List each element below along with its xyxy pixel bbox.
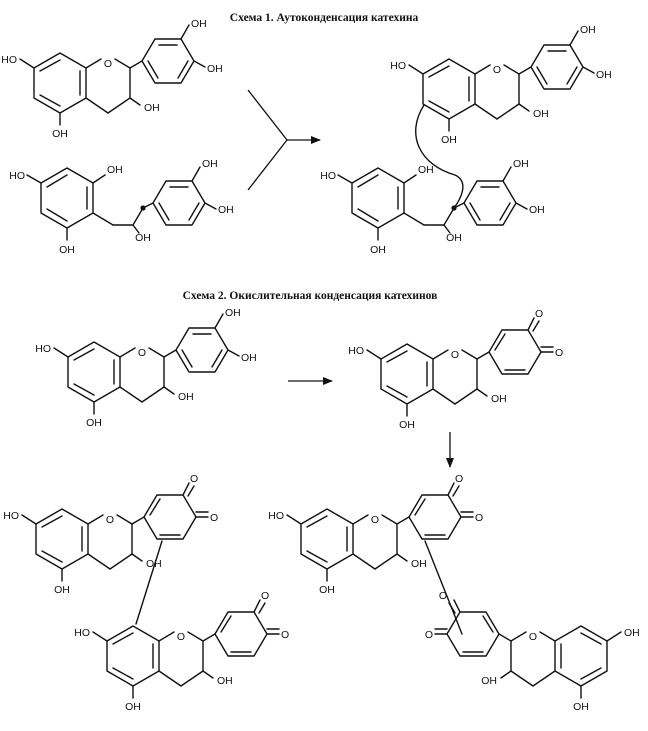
oh-label: OH — [191, 18, 207, 30]
oxo-label: O — [261, 590, 269, 602]
oh-label: OH — [207, 63, 223, 75]
oxo-label: O — [535, 308, 543, 320]
oh-label: OH — [225, 307, 241, 319]
oh-label: OH — [399, 419, 415, 431]
oh-label: OH — [573, 701, 589, 713]
ring-oxygen-label: O — [493, 64, 501, 76]
oh-label: OH — [135, 232, 151, 244]
oh-label: OH — [319, 584, 335, 596]
quinone-dimer-lower-unit: O OH OH OH O O — [425, 590, 640, 713]
ring-oxygen-label: O — [371, 514, 379, 526]
oh-label: OH — [241, 352, 257, 364]
oh-label: OH — [178, 391, 194, 403]
oh-label: OH — [529, 204, 545, 216]
oh-label: HO — [1, 54, 17, 66]
oh-label: OH — [202, 158, 218, 170]
scheme-2-title: Схема 2. Окислительная конденсация катех… — [183, 290, 438, 302]
oh-label: OH — [218, 204, 234, 216]
oh-label: OH — [146, 558, 162, 570]
oh-label: OH — [217, 675, 233, 687]
oh-label: OH — [144, 102, 160, 114]
oxo-label: O — [210, 512, 218, 524]
oh-label: HO — [390, 60, 406, 72]
oh-label: OH — [441, 134, 457, 146]
oh-label: HO — [35, 343, 51, 355]
oh-label: OH — [418, 164, 434, 176]
catechin-molecule: O HO OH OH OH OH — [390, 24, 612, 146]
catechin-molecule: O HO OH OH OH OH — [35, 307, 257, 429]
oh-label: HO — [348, 345, 364, 357]
oxo-label: O — [439, 590, 447, 602]
oxo-label: O — [425, 629, 433, 641]
oh-label: HO — [74, 627, 90, 639]
quinone-dimer-upper-unit: O HO OH OH O O — [3, 473, 218, 596]
oh-label: OH — [491, 393, 507, 405]
oh-label: OH — [370, 244, 386, 256]
quinone-dimer-upper-unit: O HO OH OH O O — [268, 473, 483, 596]
oh-label: OH — [411, 558, 427, 570]
oh-label: OH — [86, 417, 102, 429]
oh-label: OH — [52, 128, 68, 140]
reaction-arrow — [247, 89, 321, 191]
open-ring-intermediate: OH HO OH OH OH OH — [9, 158, 234, 256]
oh-label: HO — [268, 510, 284, 522]
oh-label: OH — [513, 158, 529, 170]
oh-label: OH — [446, 232, 462, 244]
ring-oxygen-label: O — [138, 347, 146, 359]
oh-label: OH — [624, 627, 640, 639]
oh-label: OH — [533, 108, 549, 120]
oh-label: OH — [596, 69, 612, 81]
ring-oxygen-label: O — [106, 514, 114, 526]
scheme-1-title: Схема 1. Аутоконденсация катехина — [230, 12, 419, 24]
oh-label: HO — [320, 170, 336, 182]
catechin-quinone-molecule: O HO OH OH O O — [348, 308, 563, 431]
oxo-label: O — [555, 347, 563, 359]
oxo-label: O — [281, 629, 289, 641]
oh-label: OH — [54, 584, 70, 596]
catechin-molecule: O HO OH OH OH OH — [1, 18, 223, 140]
dimer-linkage-bond — [424, 540, 463, 635]
oxo-label: O — [475, 512, 483, 524]
open-ring-intermediate: OH HO OH OH OH OH — [320, 158, 545, 256]
ring-oxygen-label: O — [104, 58, 112, 70]
oxo-label: O — [455, 473, 463, 485]
oh-label: OH — [481, 675, 497, 687]
oxo-label: O — [190, 473, 198, 485]
oh-label: OH — [59, 244, 75, 256]
quinone-dimer-lower-unit: O HO OH OH O O — [74, 590, 289, 713]
oh-label: HO — [3, 510, 19, 522]
oh-label: OH — [580, 24, 596, 36]
new-bond-curve — [415, 104, 464, 209]
oh-label: OH — [125, 701, 141, 713]
oh-label: HO — [9, 170, 25, 182]
ring-oxygen-label: O — [177, 631, 185, 643]
ring-oxygen-label: O — [529, 631, 537, 643]
oh-label: OH — [107, 164, 123, 176]
dimer-linkage-bond — [135, 540, 163, 625]
ring-oxygen-label: O — [451, 349, 459, 361]
